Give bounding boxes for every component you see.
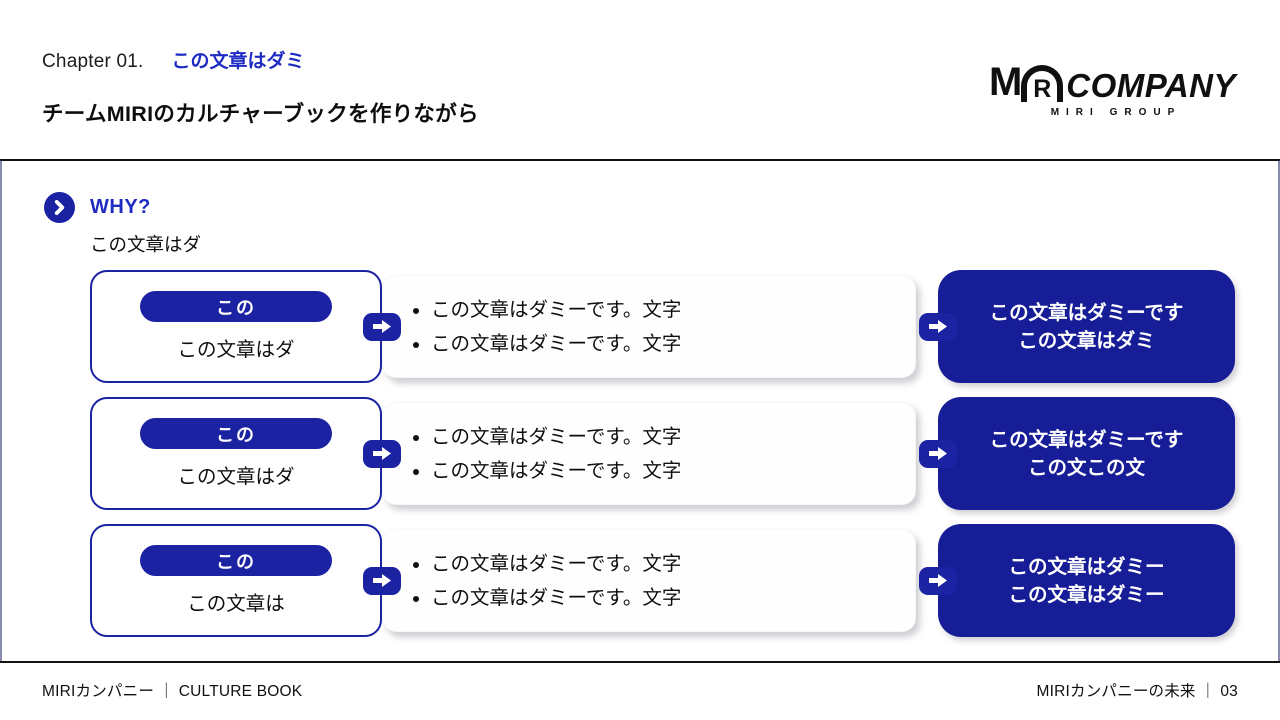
result-line: この文章はダミーです [989, 301, 1184, 324]
chapter-accent-text: この文章はダミ [171, 51, 305, 72]
bullet-item: この文章はダミーです。文字 [431, 547, 681, 581]
bullet-list: この文章はダミーです。文字 この文章はダミーです。文字 [409, 420, 681, 488]
chapter-line: Chapter 01. この文章はダミ [42, 46, 479, 73]
flow-row-3: この この文章は この文章はダミーです。文字 この文章はダミーです。文字 この文… [90, 524, 1235, 637]
item-label: この文章はダ [177, 466, 295, 488]
flow-row-2: この この文章はダ この文章はダミーです。文字 この文章はダミーです。文字 この… [90, 397, 1235, 510]
result-card: この文章はダミーです この文章はダミ [938, 270, 1235, 383]
item-label: この文章はダ [177, 339, 295, 361]
logo-company-text: COMPANY [1066, 67, 1236, 104]
section-heading: WHY? [44, 192, 151, 223]
left-edge-line [0, 160, 2, 661]
footer-left-text: MIRIカンパニー ｜ CULTURE BOOK [42, 683, 303, 700]
item-card: この この文章はダ [90, 397, 382, 510]
logo-letter-r: R [1033, 75, 1052, 104]
block-arrow-right-icon [919, 312, 957, 341]
description-card: この文章はダミーです。文字 この文章はダミーです。文字 [382, 275, 916, 378]
result-line: この文章はダミー [1008, 555, 1165, 578]
result-line: この文章はダミ [1018, 329, 1155, 352]
page-title: チームMIRIのカルチャーブックを作りながら [42, 102, 479, 126]
header-divider [0, 159, 1280, 161]
company-logo: M R COMPANY MIRI GROUP [989, 62, 1236, 118]
item-tag-badge: この [140, 545, 332, 576]
bullet-item: この文章はダミーです。文字 [431, 581, 681, 615]
item-label: この文章は [187, 593, 285, 615]
chevron-right-circle-icon [44, 192, 75, 223]
slide-header: Chapter 01. この文章はダミ チームMIRIのカルチャーブックを作りな… [42, 46, 479, 128]
logo-wordmark: M R COMPANY [989, 62, 1236, 102]
chapter-label: Chapter 01. [42, 51, 144, 72]
bullet-item: この文章はダミーです。文字 [431, 420, 681, 454]
bullet-list: この文章はダミーです。文字 この文章はダミーです。文字 [409, 547, 681, 615]
result-card: この文章はダミーです この文この文 [938, 397, 1235, 510]
section-subheading: この文章はダ [90, 234, 202, 255]
bullet-item: この文章はダミーです。文字 [431, 327, 681, 361]
block-arrow-right-icon [919, 439, 957, 468]
block-arrow-right-icon [363, 439, 401, 468]
logo-subtext: MIRI GROUP [1050, 107, 1182, 118]
result-line: この文章はダミーです [989, 428, 1184, 451]
block-arrow-right-icon [363, 312, 401, 341]
description-card: この文章はダミーです。文字 この文章はダミーです。文字 [382, 402, 916, 505]
logo-letter-m: M [988, 60, 1022, 104]
flow-row-1: この この文章はダ この文章はダミーです。文字 この文章はダミーです。文字 この… [90, 270, 1235, 383]
bullet-list: この文章はダミーです。文字 この文章はダミーです。文字 [409, 293, 681, 361]
result-card: この文章はダミー この文章はダミー [938, 524, 1235, 637]
block-arrow-right-icon [919, 566, 957, 595]
footer-divider [0, 661, 1280, 663]
footer-right-text: MIRIカンパニーの未来 ｜ 03 [1036, 683, 1238, 700]
slide-footer: MIRIカンパニー ｜ CULTURE BOOK MIRIカンパニーの未来 ｜ … [42, 679, 1238, 701]
logo-arch-icon: R [1021, 65, 1064, 104]
block-arrow-right-icon [363, 566, 401, 595]
item-card: この この文章は [90, 524, 382, 637]
bullet-item: この文章はダミーです。文字 [431, 454, 681, 488]
section-heading-label: WHY? [90, 196, 151, 218]
item-tag-badge: この [140, 418, 332, 449]
result-line: この文章はダミー [1008, 583, 1165, 606]
item-card: この この文章はダ [90, 270, 382, 383]
description-card: この文章はダミーです。文字 この文章はダミーです。文字 [382, 529, 916, 632]
item-tag-badge: この [140, 291, 332, 322]
right-edge-line [1278, 160, 1280, 661]
result-line: この文この文 [1027, 456, 1145, 479]
bullet-item: この文章はダミーです。文字 [431, 293, 681, 327]
flow-diagram: この この文章はダ この文章はダミーです。文字 この文章はダミーです。文字 この… [90, 270, 1235, 637]
